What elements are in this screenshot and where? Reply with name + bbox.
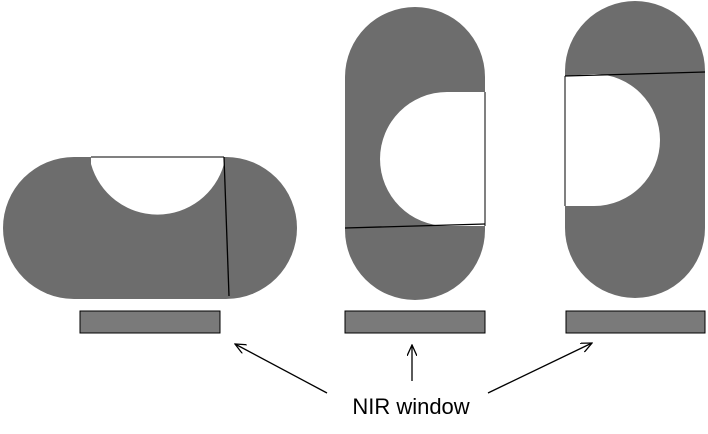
vertical-capsule-right-cavity bbox=[565, 74, 660, 206]
horizontal-capsule bbox=[3, 156, 297, 299]
vertical-capsule-right bbox=[564, 1, 706, 298]
arrow-to-left-window bbox=[235, 344, 328, 394]
vertical-capsule-right-cut-line bbox=[564, 71, 706, 77]
nir-window-right bbox=[565, 310, 706, 334]
arrow-to-right-window bbox=[487, 343, 592, 394]
nir-window-middle bbox=[344, 310, 486, 334]
nir-window-label: NIR window bbox=[352, 394, 469, 419]
nir-window-left bbox=[79, 310, 221, 334]
horizontal-capsule-cut-line bbox=[223, 156, 230, 297]
horizontal-capsule-cavity bbox=[91, 157, 224, 215]
vertical-capsule-middle bbox=[344, 7, 486, 300]
vertical-capsule-middle-cavity bbox=[380, 92, 485, 226]
vertical-capsule-middle-cut-line bbox=[344, 223, 486, 229]
